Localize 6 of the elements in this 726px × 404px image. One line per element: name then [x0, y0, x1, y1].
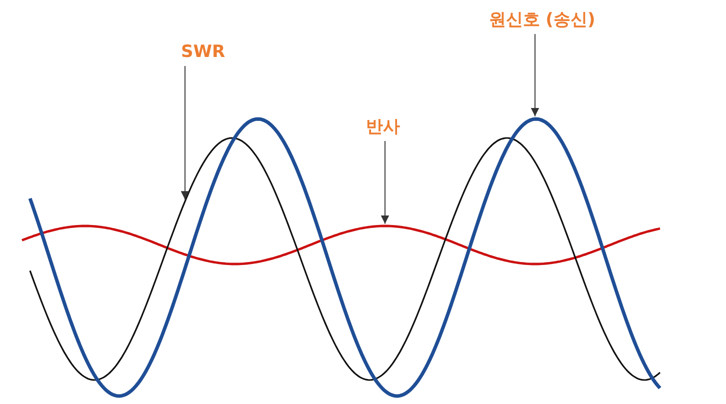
callout-label: 반사 [366, 117, 400, 137]
leader-line [180, 66, 190, 200]
leader-line [380, 141, 390, 224]
leader-line [530, 34, 540, 116]
callout-label: 원신호 (송신) [488, 10, 596, 30]
callout-label: SWR [180, 42, 226, 62]
